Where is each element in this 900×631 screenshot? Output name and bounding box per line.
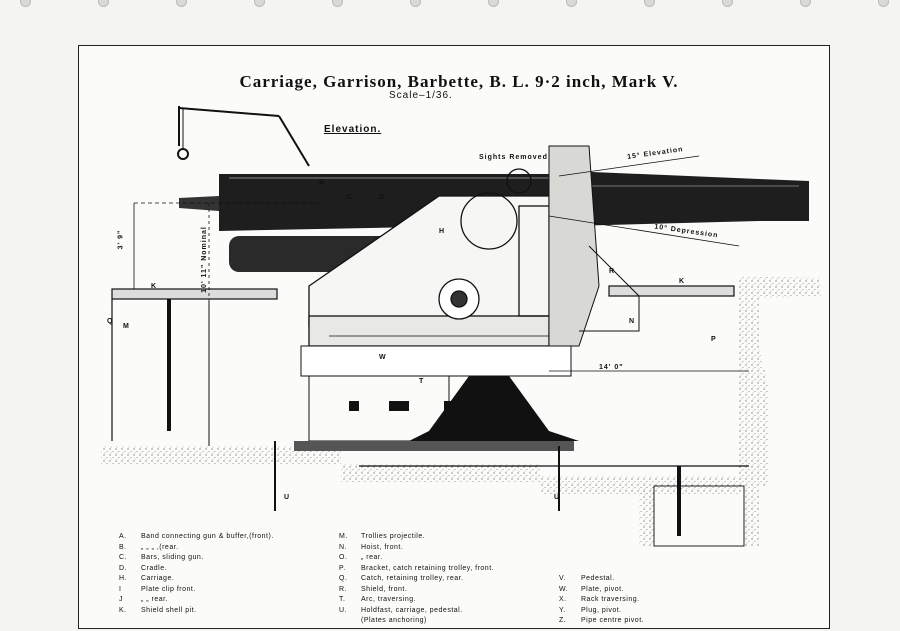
key-row: K.Shield shell pit. <box>119 606 197 614</box>
key-row: D.Cradle. <box>119 564 168 572</box>
part-label-b: B <box>319 179 326 186</box>
key-row: A.Band connecting gun & buffer,(front). <box>119 533 274 540</box>
key-row: P.Bracket, catch retaining trolley, fron… <box>339 564 495 572</box>
ground-concrete <box>101 276 821 547</box>
key-row: V.Pedestal. <box>559 575 615 582</box>
part-label-t: T <box>419 378 425 385</box>
gun-elevation-drawing <box>101 106 821 547</box>
annotation-height-3ft9: 3' 9" <box>117 229 125 250</box>
key-row: B.„ „ „ ,(rear. <box>119 543 179 551</box>
key-row: M.Trollies projectile. <box>339 533 426 540</box>
drawing-sheet: Carriage, Garrison, Barbette, B. L. 9·2 … <box>78 45 830 629</box>
key-row: T.Arc, traversing. <box>339 596 417 603</box>
binder-hole <box>644 0 655 7</box>
part-label-c: C <box>347 194 354 201</box>
part-label-h: H <box>439 228 446 235</box>
key-row: (Plates anchoring) <box>361 617 427 624</box>
key-column-3: V.Pedestal. W.Plate, pivot. X.Rack trave… <box>559 574 644 627</box>
part-label-d: D <box>379 194 386 201</box>
part-label-k-right: K <box>679 278 686 285</box>
part-label-u-left: U <box>284 494 291 501</box>
annotation-sights-removed: Sights Removed <box>479 154 548 161</box>
key-row: Z.Pipe centre pivot. <box>559 617 645 624</box>
binder-hole <box>878 0 889 7</box>
part-label-u-right: U <box>554 494 561 501</box>
part-label-w: W <box>379 354 387 361</box>
key-column-1: A.Band connecting gun & buffer,(front). … <box>119 532 274 616</box>
key-row: R.Shield, front. <box>339 585 408 593</box>
key-column-2: M.Trollies projectile. N.Hoist, front. O… <box>339 532 494 627</box>
part-label-k-left: K <box>151 283 158 290</box>
key-row: H.Carriage. <box>119 575 175 582</box>
part-label-q: Q <box>107 318 114 325</box>
key-row: Y.Plug, pivot. <box>559 606 622 614</box>
binder-hole <box>98 0 109 7</box>
binder-hole <box>410 0 421 7</box>
binder-hole <box>176 0 187 7</box>
binder-hole <box>254 0 265 7</box>
drawing-title: Carriage, Garrison, Barbette, B. L. 9·2 … <box>239 72 679 91</box>
key-row: X.Rack traversing. <box>559 596 640 603</box>
binder-hole <box>20 0 31 7</box>
view-label: Elevation. <box>324 124 382 135</box>
key-row: U.Holdfast, carriage, pedestal. <box>339 606 463 614</box>
pedestal <box>294 345 579 451</box>
binder-hole <box>800 0 811 7</box>
annotation-nominal-10ft11: 10' 11" Nominal <box>200 226 208 293</box>
key-row: O.„ rear. <box>339 554 383 561</box>
elevation-lines <box>133 155 749 446</box>
gun-shield <box>548 145 640 347</box>
annotation-dimension-14ft: 14' 0" <box>599 364 624 371</box>
part-label-n: N <box>629 318 636 325</box>
key-row: J„ „ rear. <box>119 596 169 603</box>
key-row: W.Plate, pivot. <box>559 585 625 593</box>
drawing-scale: Scale–1/36. <box>389 90 453 101</box>
key-row: N.Hoist, front. <box>339 543 404 551</box>
binder-hole <box>722 0 733 7</box>
binder-hole <box>332 0 343 7</box>
key-row: C.Bars, sliding gun. <box>119 554 204 561</box>
holdfasts <box>274 441 749 536</box>
binder-hole <box>488 0 499 7</box>
part-label-r: R <box>609 268 616 275</box>
part-label-p: P <box>711 336 717 343</box>
binder-hole <box>566 0 577 7</box>
part-label-m: M <box>123 323 130 330</box>
part-label-y: Y <box>677 488 683 495</box>
crane-jib <box>177 106 310 167</box>
binder-holes <box>0 0 900 10</box>
key-row: Q.Catch, retaining trolley, rear. <box>339 575 464 582</box>
